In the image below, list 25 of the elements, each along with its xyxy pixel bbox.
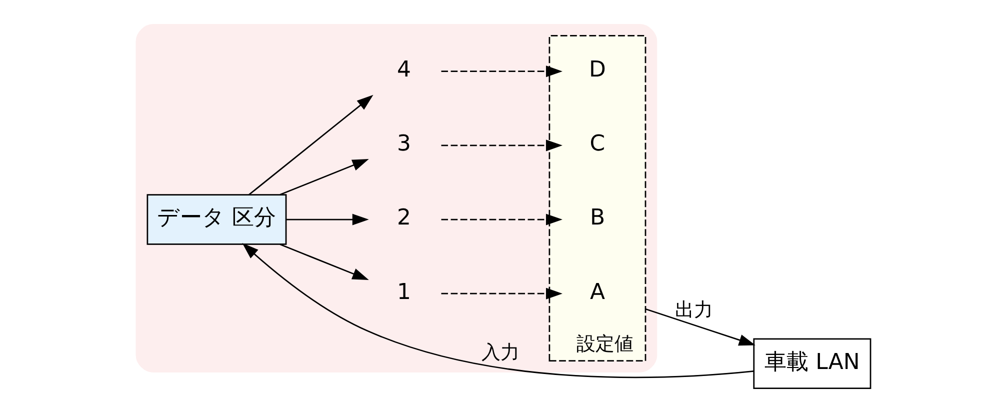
edge-label: 出力 <box>675 298 714 321</box>
arrow <box>248 94 374 196</box>
cluster <box>136 24 658 372</box>
arrow <box>441 214 562 226</box>
node-text: A <box>590 280 605 305</box>
node-text: 4 <box>397 58 411 83</box>
node-box: データ 区分 <box>146 194 287 245</box>
node-text: C <box>590 132 606 157</box>
arrow <box>280 244 369 280</box>
edge-label: 入力 <box>482 340 520 364</box>
node-text: D <box>589 58 606 83</box>
cluster <box>548 34 646 362</box>
arrow <box>280 159 369 196</box>
arrow <box>441 288 562 300</box>
node-text: 2 <box>397 206 411 231</box>
arrow <box>645 308 756 346</box>
node-text: 3 <box>397 132 411 157</box>
arrow <box>441 140 562 152</box>
arrow <box>441 66 562 78</box>
node-box: 車載 LAN <box>753 338 872 389</box>
arrow <box>286 214 369 226</box>
node-text: 1 <box>397 280 411 305</box>
node-label: 設定値 <box>576 332 634 356</box>
arrow <box>242 243 754 378</box>
node-text: B <box>590 206 606 231</box>
